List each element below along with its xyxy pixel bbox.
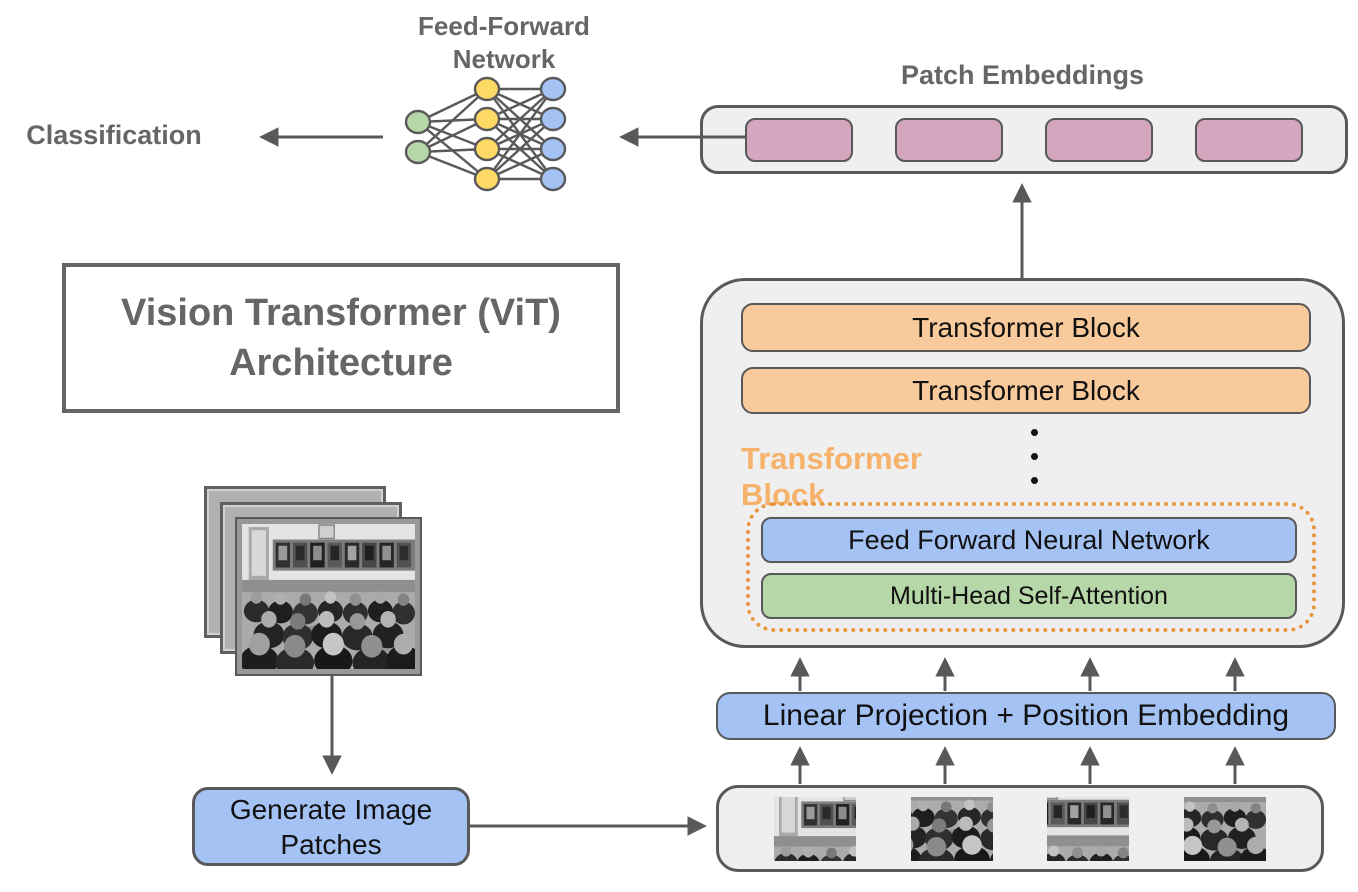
patch-embeddings-container [700,105,1348,174]
generate-image-patches-box: Generate Image Patches [192,787,470,866]
input-image [237,519,420,674]
ellipsis-dots-icon [1031,429,1038,484]
classification-label: Classification [26,120,202,150]
patch-embedding-box [895,117,1003,162]
ffn-label: Feed-Forward Network [374,10,634,76]
image-patch-thumbnail [910,796,993,861]
ffn-label-line2: Network [452,44,556,74]
patch-embeddings-label: Patch Embeddings [900,60,1145,90]
image-patch-thumbnail [1047,796,1130,861]
patch-embedding-box [745,117,853,162]
transformer-block-side-label: Transformer Block [741,441,922,512]
diagram-title-line2: Architecture [229,342,453,384]
transformer-encoder-container: Transformer Block Transformer Block Tran… [700,278,1345,648]
classroom-photo [242,524,415,669]
transformer-block-box: Transformer Block [741,367,1311,414]
transformer-block-box: Transformer Block [741,303,1311,352]
image-patch-thumbnail [1184,796,1267,861]
ffn-label-line1: Feed-Forward [418,11,590,41]
transformer-block-detail-outline: Feed Forward Neural Network Multi-Head S… [746,502,1316,632]
linear-projection-box: Linear Projection + Position Embedding [716,692,1336,740]
diagram-title-line1: Vision Transformer (ViT) [121,292,561,334]
image-patches-container [716,785,1324,872]
feed-forward-neural-network-box: Feed Forward Neural Network [761,517,1297,563]
generate-patches-line1: Generate Image [229,793,433,825]
image-patch-thumbnail [773,796,856,861]
patch-embedding-box [1195,117,1303,162]
feed-forward-network-icon [404,76,567,192]
diagram-title: Vision Transformer (ViT) Architecture [62,263,620,413]
patch-embedding-box [1045,117,1153,162]
generate-patches-line2: Patches [280,828,382,860]
multi-head-self-attention-box: Multi-Head Self-Attention [761,573,1297,619]
